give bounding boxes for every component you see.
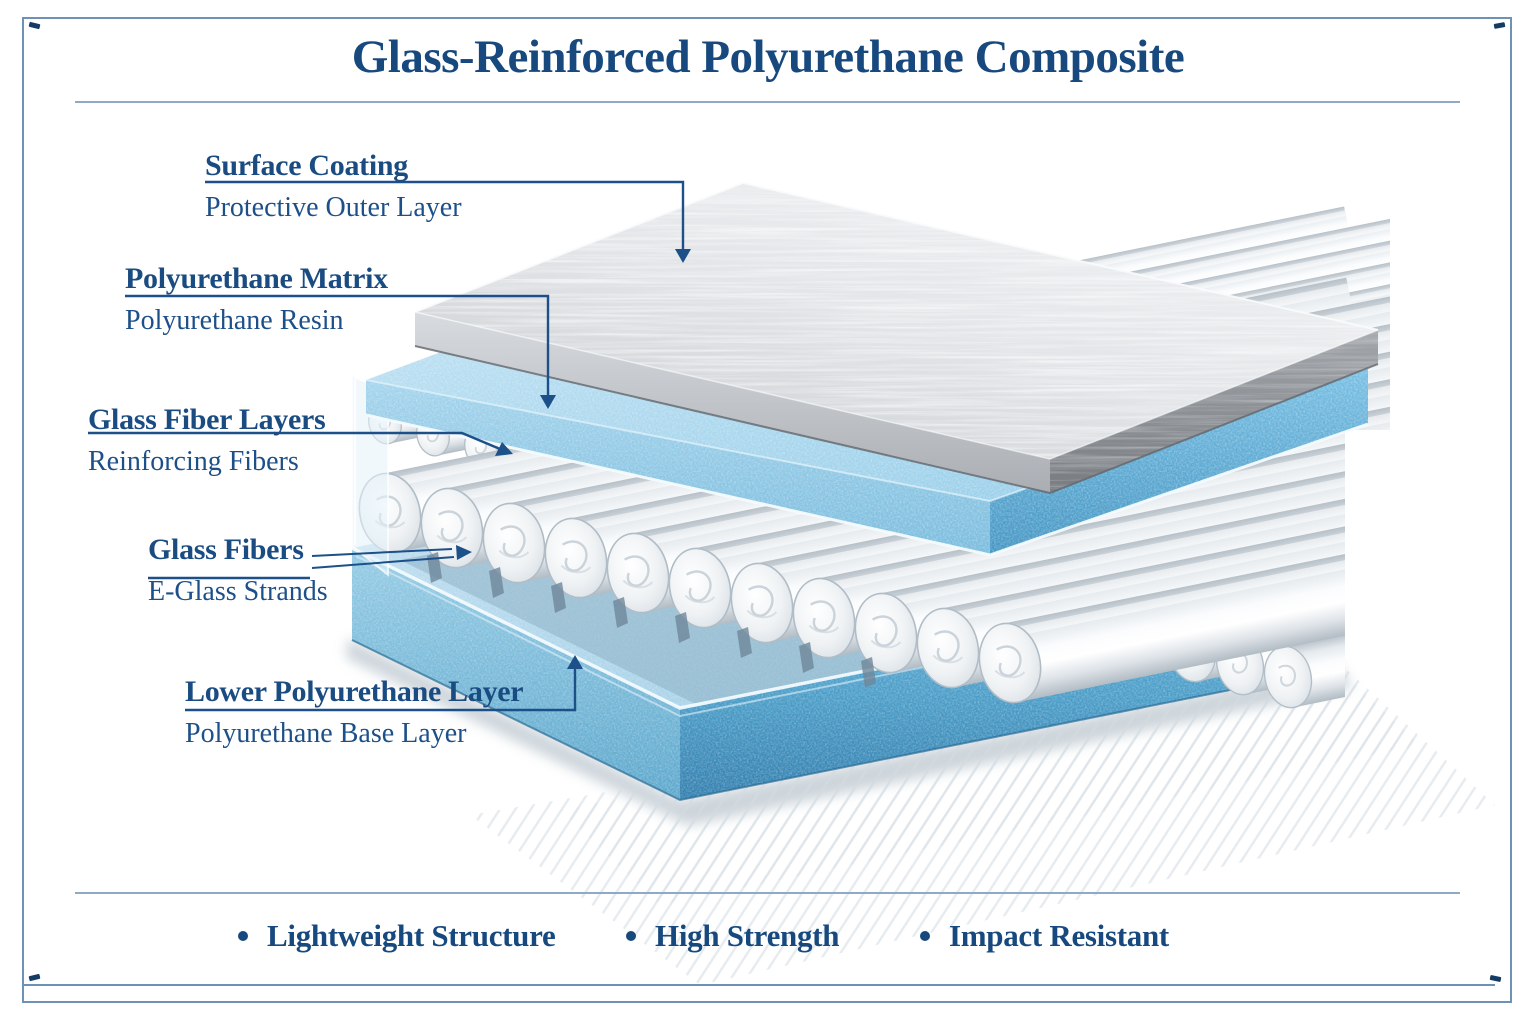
- leader-lines: [88, 180, 691, 712]
- page-frame-inner-line: [23, 984, 1495, 986]
- annotation-lower-polyurethane-layer: Lower Polyurethane Layer Polyurethane Ba…: [185, 675, 524, 749]
- annotation-heading: Lower Polyurethane Layer: [185, 675, 524, 708]
- annotation-heading: Polyurethane Matrix: [125, 262, 388, 295]
- leader-lower-polyurethane: [185, 668, 577, 712]
- annotation-subtext: Reinforcing Fibers: [88, 446, 299, 477]
- leader-glass-fibers-a: [311, 548, 453, 557]
- annotation-glass-fibers: Glass Fibers E-Glass Strands: [148, 534, 328, 607]
- annotation-subtext: Polyurethane Base Layer: [185, 718, 467, 749]
- annotation-glass-fiber-layers: Glass Fiber Layers Reinforcing Fibers: [88, 403, 326, 477]
- surface-coating-slab: [414, 181, 1379, 495]
- feature-impact-resistant: Impact Resistant: [920, 918, 1169, 954]
- feature-label: Impact Resistant: [949, 918, 1169, 953]
- arrowhead-down-icon: [540, 395, 556, 409]
- leader-glass-fibers-b: [311, 556, 455, 569]
- leader-polyurethane-matrix: [125, 294, 550, 396]
- feature-high-strength: High Strength: [626, 918, 839, 954]
- arrowhead-down-icon: [675, 249, 691, 263]
- feature-label: Lightweight Structure: [267, 918, 556, 953]
- annotation-heading: Surface Coating: [205, 149, 408, 182]
- arrowhead-right-icon: [495, 442, 513, 456]
- feature-lightweight: Lightweight Structure: [238, 918, 556, 954]
- annotation-heading: Glass Fibers: [148, 533, 304, 566]
- bullet-dot-icon: [920, 931, 930, 941]
- fiber-groove-teeth: [427, 552, 876, 688]
- bullet-dot-icon: [626, 931, 636, 941]
- page-frame: [22, 17, 1512, 1003]
- page-title: Glass-Reinforced Polyurethane Composite: [351, 31, 1185, 83]
- annotation-subtext: E-Glass Strands: [148, 576, 328, 607]
- bullet-dot-icon: [238, 931, 248, 941]
- drop-shadow: [346, 638, 1495, 985]
- feature-label: High Strength: [655, 918, 840, 953]
- title-rule: [75, 101, 1460, 103]
- arrowhead-up-icon: [567, 655, 583, 669]
- features-row: Lightweight Structure High Strength Impa…: [0, 910, 1536, 970]
- annotation-polyurethane-matrix: Polyurethane Matrix Polyurethane Resin: [125, 263, 388, 336]
- leader-glass-fiber-layers: [88, 431, 501, 451]
- features-rule: [75, 892, 1460, 894]
- annotation-subtext: Polyurethane Resin: [125, 305, 344, 336]
- annotation-subtext: Protective Outer Layer: [205, 192, 462, 223]
- arrowhead-right-icon: [456, 545, 472, 560]
- glass-fiber-rods: [350, 205, 1390, 714]
- annotation-surface-coating: Surface Coating Protective Outer Layer: [205, 150, 462, 223]
- leader-surface-coating: [205, 180, 685, 250]
- annotation-heading: Glass Fiber Layers: [88, 403, 326, 436]
